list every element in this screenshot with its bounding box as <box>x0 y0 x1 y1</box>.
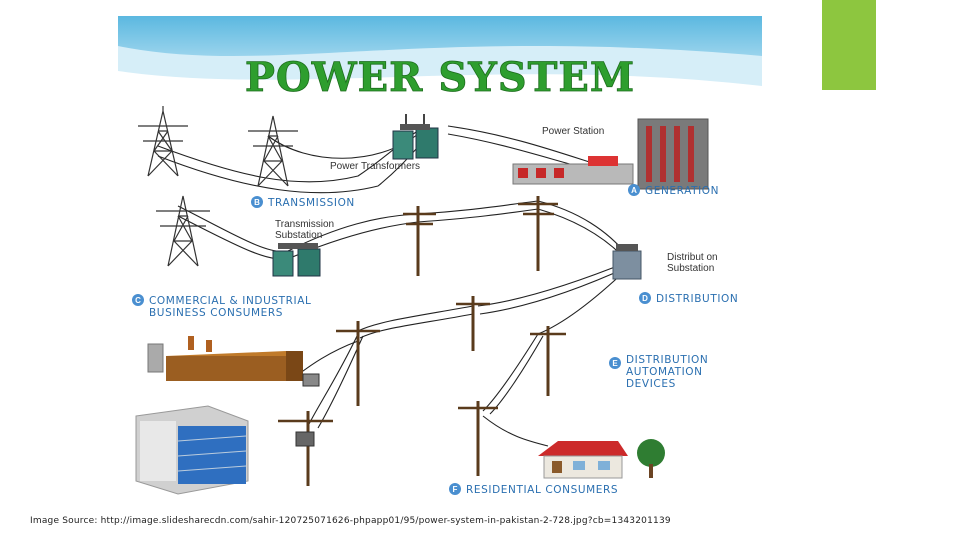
stage-text-1: COMMERCIAL & INDUSTRIAL <box>149 295 311 307</box>
factory-building <box>147 336 303 381</box>
power-station <box>512 118 709 190</box>
transmission-tower <box>138 106 188 177</box>
office-building <box>135 405 249 495</box>
stage-text-2: AUTOMATION <box>626 366 703 378</box>
stage-letter: D <box>642 294 648 303</box>
stage-text-3: DEVICES <box>626 378 676 390</box>
utility-pole <box>458 401 498 476</box>
stage-letter: E <box>612 359 618 368</box>
tree <box>637 439 665 478</box>
residential-house <box>538 441 628 479</box>
stage-text: GENERATION <box>645 185 719 197</box>
distribution-substation-label-2: Substation <box>667 263 714 274</box>
utility-pole <box>518 196 558 271</box>
stage-text: TRANSMISSION <box>267 197 355 209</box>
automation-device <box>302 373 320 387</box>
utility-pole <box>336 321 380 406</box>
stage-label-d: D DISTRIBUTION <box>639 292 738 305</box>
power-transformers <box>392 114 439 160</box>
transmission-substation <box>272 243 321 277</box>
stage-label-b: B TRANSMISSION <box>251 196 355 209</box>
stage-label-c: C COMMERCIAL & INDUSTRIAL BUSINESS CONSU… <box>132 294 311 319</box>
power-transformers-label: Power Transformers <box>330 161 420 172</box>
stage-label-f: F RESIDENTIAL CONSUMERS <box>449 483 618 496</box>
stage-letter: B <box>254 198 260 207</box>
power-system-diagram: POWER SYSTEM <box>118 16 762 496</box>
power-station-label: Power Station <box>542 126 604 137</box>
image-source-caption: Image Source: http://image.slidesharecdn… <box>30 516 671 526</box>
utility-pole <box>530 326 566 396</box>
stage-label-e: E DISTRIBUTION AUTOMATION DEVICES <box>609 354 708 390</box>
utility-pole <box>278 411 333 486</box>
stage-letter: A <box>631 186 637 195</box>
transmission-tower <box>248 115 298 187</box>
stage-text-2: BUSINESS CONSUMERS <box>149 307 283 319</box>
sky-banner <box>118 16 762 106</box>
distribution-substation-label-1: Distribut on <box>667 252 718 263</box>
accent-bar <box>822 0 876 90</box>
stage-label-a: A GENERATION <box>628 184 719 197</box>
distribution-substation <box>612 244 642 280</box>
stage-letter: C <box>135 296 141 305</box>
stage-text: RESIDENTIAL CONSUMERS <box>466 484 618 496</box>
diagram-title: POWER SYSTEM <box>245 54 635 101</box>
utility-pole <box>456 296 490 351</box>
transmission-substation-label-2: Substation <box>275 230 322 241</box>
stage-text: DISTRIBUTION <box>656 293 738 305</box>
transmission-substation-label-1: Transmission <box>275 219 334 230</box>
stage-text-1: DISTRIBUTION <box>626 354 708 366</box>
transmission-tower <box>156 195 210 267</box>
stage-letter: F <box>453 485 458 494</box>
utility-pole <box>403 206 436 276</box>
